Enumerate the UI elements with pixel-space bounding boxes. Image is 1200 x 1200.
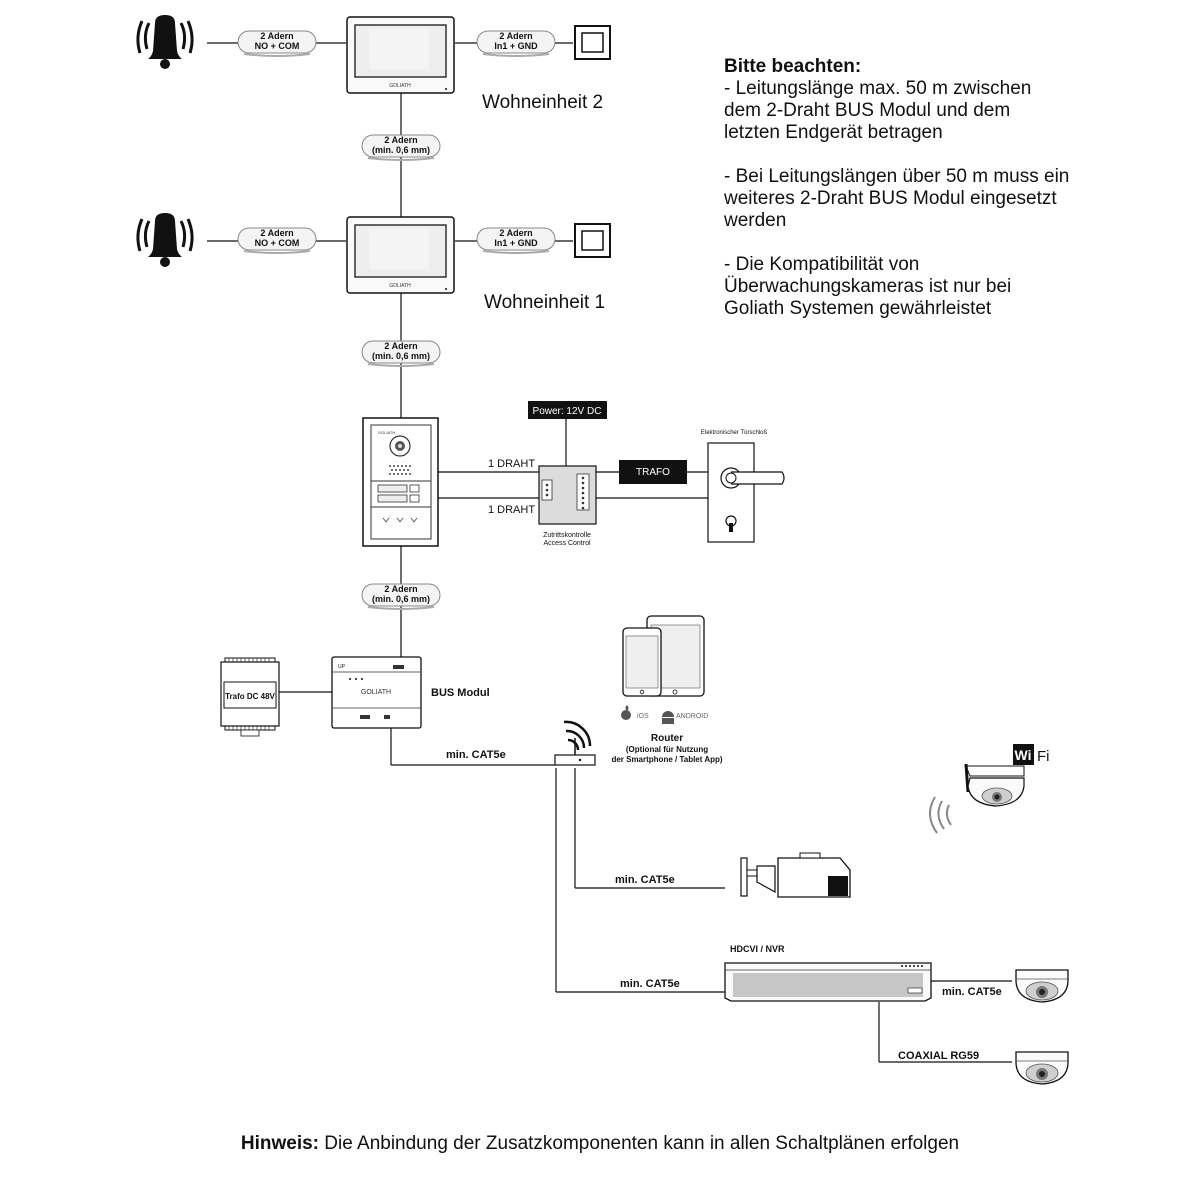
notes-line: Überwachungskameras ist nur bei — [724, 276, 1012, 297]
wire-label-bottom: (min. 0,6 mm) — [372, 351, 430, 361]
keypad-icons — [382, 517, 418, 523]
footer-label: Hinweis: — [240, 1133, 319, 1154]
wire-label-bottom: NO + COM — [255, 41, 300, 51]
router-note: der Smartphone / Tablet App) — [611, 755, 722, 764]
nvr-recorder — [724, 962, 932, 1002]
wire-label-in1-2: 2 Adern In1 + GND — [476, 30, 556, 57]
router — [554, 720, 596, 766]
bullet-camera — [740, 852, 851, 898]
name-plate — [377, 484, 408, 493]
trafo-label: TRAFO — [636, 467, 670, 478]
psu-label: Trafo DC 48V — [225, 692, 275, 701]
notes-line: - Bei Leitungslängen über 50 m muss ein — [724, 166, 1070, 187]
android-label: ANDROID — [676, 713, 708, 720]
notes-line: Goliath Systemen gewährleistet — [724, 298, 992, 319]
wire-label-top: 2 Adern — [499, 228, 532, 238]
notes-line: werden — [724, 210, 787, 231]
wire-label-bus-b: 2 Adern (min. 0,6 mm) — [361, 340, 441, 367]
trafo-box — [619, 460, 687, 484]
bus-module-label: BUS Modul — [431, 687, 490, 699]
door-switch-2 — [574, 25, 611, 60]
bus-module: UP GOLIATH — [331, 656, 422, 729]
access-control-label: Zutrittskontrolle — [543, 532, 591, 539]
dome-camera-2 — [1015, 1051, 1069, 1085]
cat5e-label: min. CAT5e — [615, 874, 675, 886]
speaker-grille — [389, 465, 411, 475]
router-note: (Optional für Nutzung — [626, 745, 708, 754]
router-label: Router — [651, 733, 683, 744]
power-supply-48v — [220, 657, 280, 737]
one-wire-label: 1 DRAHT — [488, 458, 535, 470]
android-icon — [662, 711, 674, 724]
power-supply-box — [528, 401, 607, 419]
bell-icon — [136, 211, 194, 269]
wifi-badge-wi: Wi — [1015, 747, 1032, 763]
wire-label-top: 2 Adern — [499, 31, 532, 41]
brand-logo: GOLIATH — [378, 430, 395, 435]
nvr-led-row — [901, 965, 923, 967]
wire-label-top: 2 Adern — [260, 31, 293, 41]
wire-label-bus-c: 2 Adern (min. 0,6 mm) — [361, 583, 441, 610]
ios-label: iOS — [637, 713, 649, 720]
wireless-waves-icon — [929, 796, 952, 834]
indoor-monitor-1: GOLIATH — [346, 216, 455, 294]
notes-line: weiteres 2-Draht BUS Modul eingesetzt — [724, 188, 1057, 209]
smartphone-icon — [622, 627, 662, 697]
access-control-label-en: Access Control — [543, 540, 591, 547]
wire-label-bottom: In1 + GND — [494, 238, 538, 248]
notes-line: dem 2-Draht BUS Modul und dem — [724, 100, 1011, 121]
bell-icon — [136, 13, 194, 71]
notes-title: Bitte beachten: — [724, 56, 862, 77]
wifi-badge — [1013, 744, 1034, 765]
cat5e-label: min. CAT5e — [942, 986, 1002, 998]
wire-label-bottom: In1 + GND — [494, 41, 538, 51]
notes-line: - Die Kompatibilität von — [724, 254, 920, 275]
wifi-dome-camera — [964, 763, 1025, 807]
brand-logo: GOLIATH — [361, 689, 391, 696]
brand-logo: GOLIATH — [389, 283, 411, 289]
wire-label-top: 2 Adern — [384, 584, 417, 594]
one-wire-label: 1 DRAHT — [488, 504, 535, 516]
apple-icon — [621, 705, 631, 720]
footer-text: Die Anbindung der Zusatzkomponenten kann… — [319, 1133, 960, 1154]
door-lock-label: Elektronischer Türschloß — [701, 430, 768, 436]
notes-line: letzten Endgerät betragen — [724, 122, 943, 143]
indoor-monitor-2: GOLIATH — [346, 16, 455, 94]
wire-label-no-com-1: 2 Adern NO + COM — [237, 227, 317, 254]
wire-label-bus-a: 2 Adern (min. 0,6 mm) — [361, 134, 441, 161]
door-switch-1 — [574, 223, 611, 258]
cat5e-label: min. CAT5e — [446, 749, 506, 761]
wire-label-in1-1: 2 Adern In1 + GND — [476, 227, 556, 254]
bus-mark-label: UP — [338, 664, 346, 670]
access-control-module — [538, 465, 597, 525]
dome-camera-1 — [1015, 969, 1069, 1003]
call-button — [409, 484, 420, 493]
wire-label-top: 2 Adern — [384, 341, 417, 351]
notes-line: - Leitungslänge max. 50 m zwischen — [724, 78, 1032, 99]
wire-label-top: 2 Adern — [260, 228, 293, 238]
wire-label-bottom: (min. 0,6 mm) — [372, 145, 430, 155]
wire-label-bottom: NO + COM — [255, 238, 300, 248]
unit-label-1: Wohneinheit 1 — [484, 292, 605, 313]
brand-logo: GOLIATH — [389, 83, 411, 89]
wifi-badge-fi: Fi — [1037, 748, 1050, 765]
cat5e-label: min. CAT5e — [620, 978, 680, 990]
power-label: Power: 12V DC — [533, 406, 602, 417]
nvr-label: HDCVI / NVR — [730, 944, 785, 954]
wire-label-bottom: (min. 0,6 mm) — [372, 594, 430, 604]
call-button — [409, 494, 420, 503]
notes-panel: Bitte beachten: - Leitungslänge max. 50 … — [724, 56, 1164, 320]
wifi-signal-icon — [563, 720, 592, 751]
door-lock — [707, 442, 785, 543]
name-plate — [377, 494, 408, 503]
footer-note: Hinweis: Die Anbindung der Zusatzkompone… — [0, 1133, 1200, 1155]
outdoor-station: GOLIATH — [362, 417, 439, 547]
coax-label: COAXIAL RG59 — [898, 1050, 979, 1062]
unit-label-2: Wohneinheit 2 — [482, 92, 603, 113]
wire-lines — [207, 42, 1012, 1063]
wire-label-top: 2 Adern — [384, 135, 417, 145]
wire-label-no-com-2: 2 Adern NO + COM — [237, 30, 317, 57]
